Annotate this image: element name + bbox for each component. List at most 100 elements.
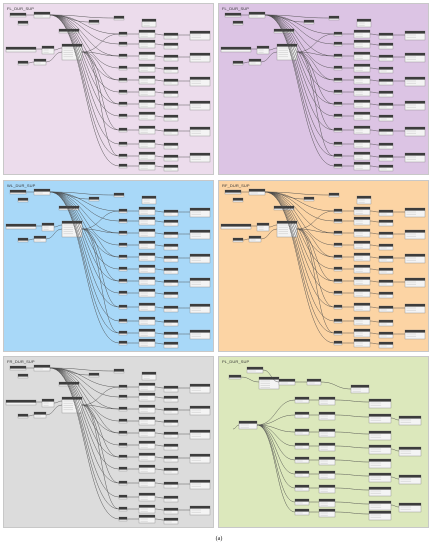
graph-node[interactable] [189,229,211,240]
graph-node[interactable] [333,153,343,159]
graph-node[interactable] [138,328,156,338]
graph-node[interactable] [353,276,371,286]
graph-node[interactable] [33,364,51,372]
graph-node[interactable] [9,12,27,18]
graph-node[interactable] [118,418,128,424]
graph-node[interactable] [138,75,156,85]
node-graph[interactable] [219,181,429,352]
graph-node[interactable] [61,396,83,414]
graph-node[interactable] [353,125,371,135]
graph-node[interactable] [378,341,394,349]
graph-node[interactable] [368,398,392,409]
graph-node[interactable] [378,142,394,150]
graph-node[interactable] [113,192,125,198]
graph-node[interactable] [17,197,29,203]
graph-node[interactable] [404,253,426,264]
graph-node[interactable] [353,328,371,338]
graph-node[interactable] [163,219,179,227]
graph-node[interactable] [189,76,211,87]
graph-node[interactable] [138,316,156,326]
graph-node[interactable] [138,161,156,171]
graph-node[interactable] [232,197,244,203]
graph-node[interactable] [118,266,128,272]
graph-node[interactable] [398,446,422,457]
graph-node[interactable] [138,276,156,286]
graph-node[interactable] [61,43,83,61]
graph-node[interactable] [5,223,37,230]
graph-node[interactable] [353,51,371,61]
graph-node[interactable] [163,443,179,451]
graph-node[interactable] [333,304,343,310]
graph-node[interactable] [118,318,128,324]
graph-node[interactable] [318,484,336,494]
graph-node[interactable] [294,442,310,450]
graph-node[interactable] [61,220,83,238]
graph-node[interactable] [333,53,343,59]
graph-node[interactable] [248,11,266,19]
graph-node[interactable] [5,399,37,406]
panel-rf[interactable]: RF_DUR_SUP [218,180,429,352]
graph-node[interactable] [163,291,179,299]
graph-node[interactable] [88,196,100,202]
graph-node[interactable] [248,235,262,243]
graph-node[interactable] [33,11,51,19]
graph-node[interactable] [118,480,128,486]
graph-node[interactable] [404,152,426,163]
graph-node[interactable] [303,19,315,25]
graph-node[interactable] [163,243,179,251]
graph-node[interactable] [356,18,372,28]
graph-node[interactable] [303,196,315,202]
graph-node[interactable] [256,222,270,232]
graph-node[interactable] [163,102,179,110]
graph-node[interactable] [333,31,343,37]
graph-node[interactable] [118,230,128,236]
graph-node[interactable] [350,384,370,394]
graph-node[interactable] [404,126,426,137]
graph-node[interactable] [163,267,179,275]
graph-node[interactable] [163,517,179,525]
graph-node[interactable] [333,113,343,119]
graph-node[interactable] [294,396,310,404]
graph-node[interactable] [353,161,371,171]
graph-node[interactable] [333,163,343,169]
graph-node[interactable] [246,366,264,374]
graph-node[interactable] [306,378,322,386]
graph-node[interactable] [41,398,55,408]
graph-node[interactable] [220,46,252,53]
graph-node[interactable] [368,444,392,455]
graph-node[interactable] [163,319,179,327]
graph-node[interactable] [318,470,336,480]
graph-node[interactable] [294,456,310,464]
panel-wl[interactable]: WL_DUR_SUP [3,180,214,352]
graph-node[interactable] [353,288,371,298]
graph-node[interactable] [118,65,128,71]
graph-node[interactable] [258,376,280,390]
graph-node[interactable] [294,470,310,478]
graph-node[interactable] [118,506,128,512]
graph-node[interactable] [163,42,179,50]
graph-node[interactable] [33,411,47,419]
graph-node[interactable] [318,456,336,466]
panel-fr[interactable]: FR_DUR_SUP [3,356,214,528]
graph-node[interactable] [378,243,394,251]
graph-node[interactable] [398,415,422,426]
graph-node[interactable] [378,42,394,50]
graph-node[interactable] [138,288,156,298]
graph-node[interactable] [138,252,156,262]
graph-node[interactable] [333,65,343,71]
graph-node[interactable] [333,127,343,133]
graph-node[interactable] [17,413,29,419]
graph-node[interactable] [118,330,128,336]
graph-node[interactable] [333,230,343,236]
graph-node[interactable] [353,264,371,274]
graph-node[interactable] [378,78,394,86]
graph-node[interactable] [138,338,156,348]
graph-node[interactable] [368,430,392,441]
graph-node[interactable] [189,383,211,394]
graph-node[interactable] [138,416,156,426]
graph-node[interactable] [189,253,211,264]
graph-node[interactable] [189,126,211,137]
graph-node[interactable] [404,277,426,288]
graph-node[interactable] [118,278,128,284]
graph-node[interactable] [378,305,394,313]
